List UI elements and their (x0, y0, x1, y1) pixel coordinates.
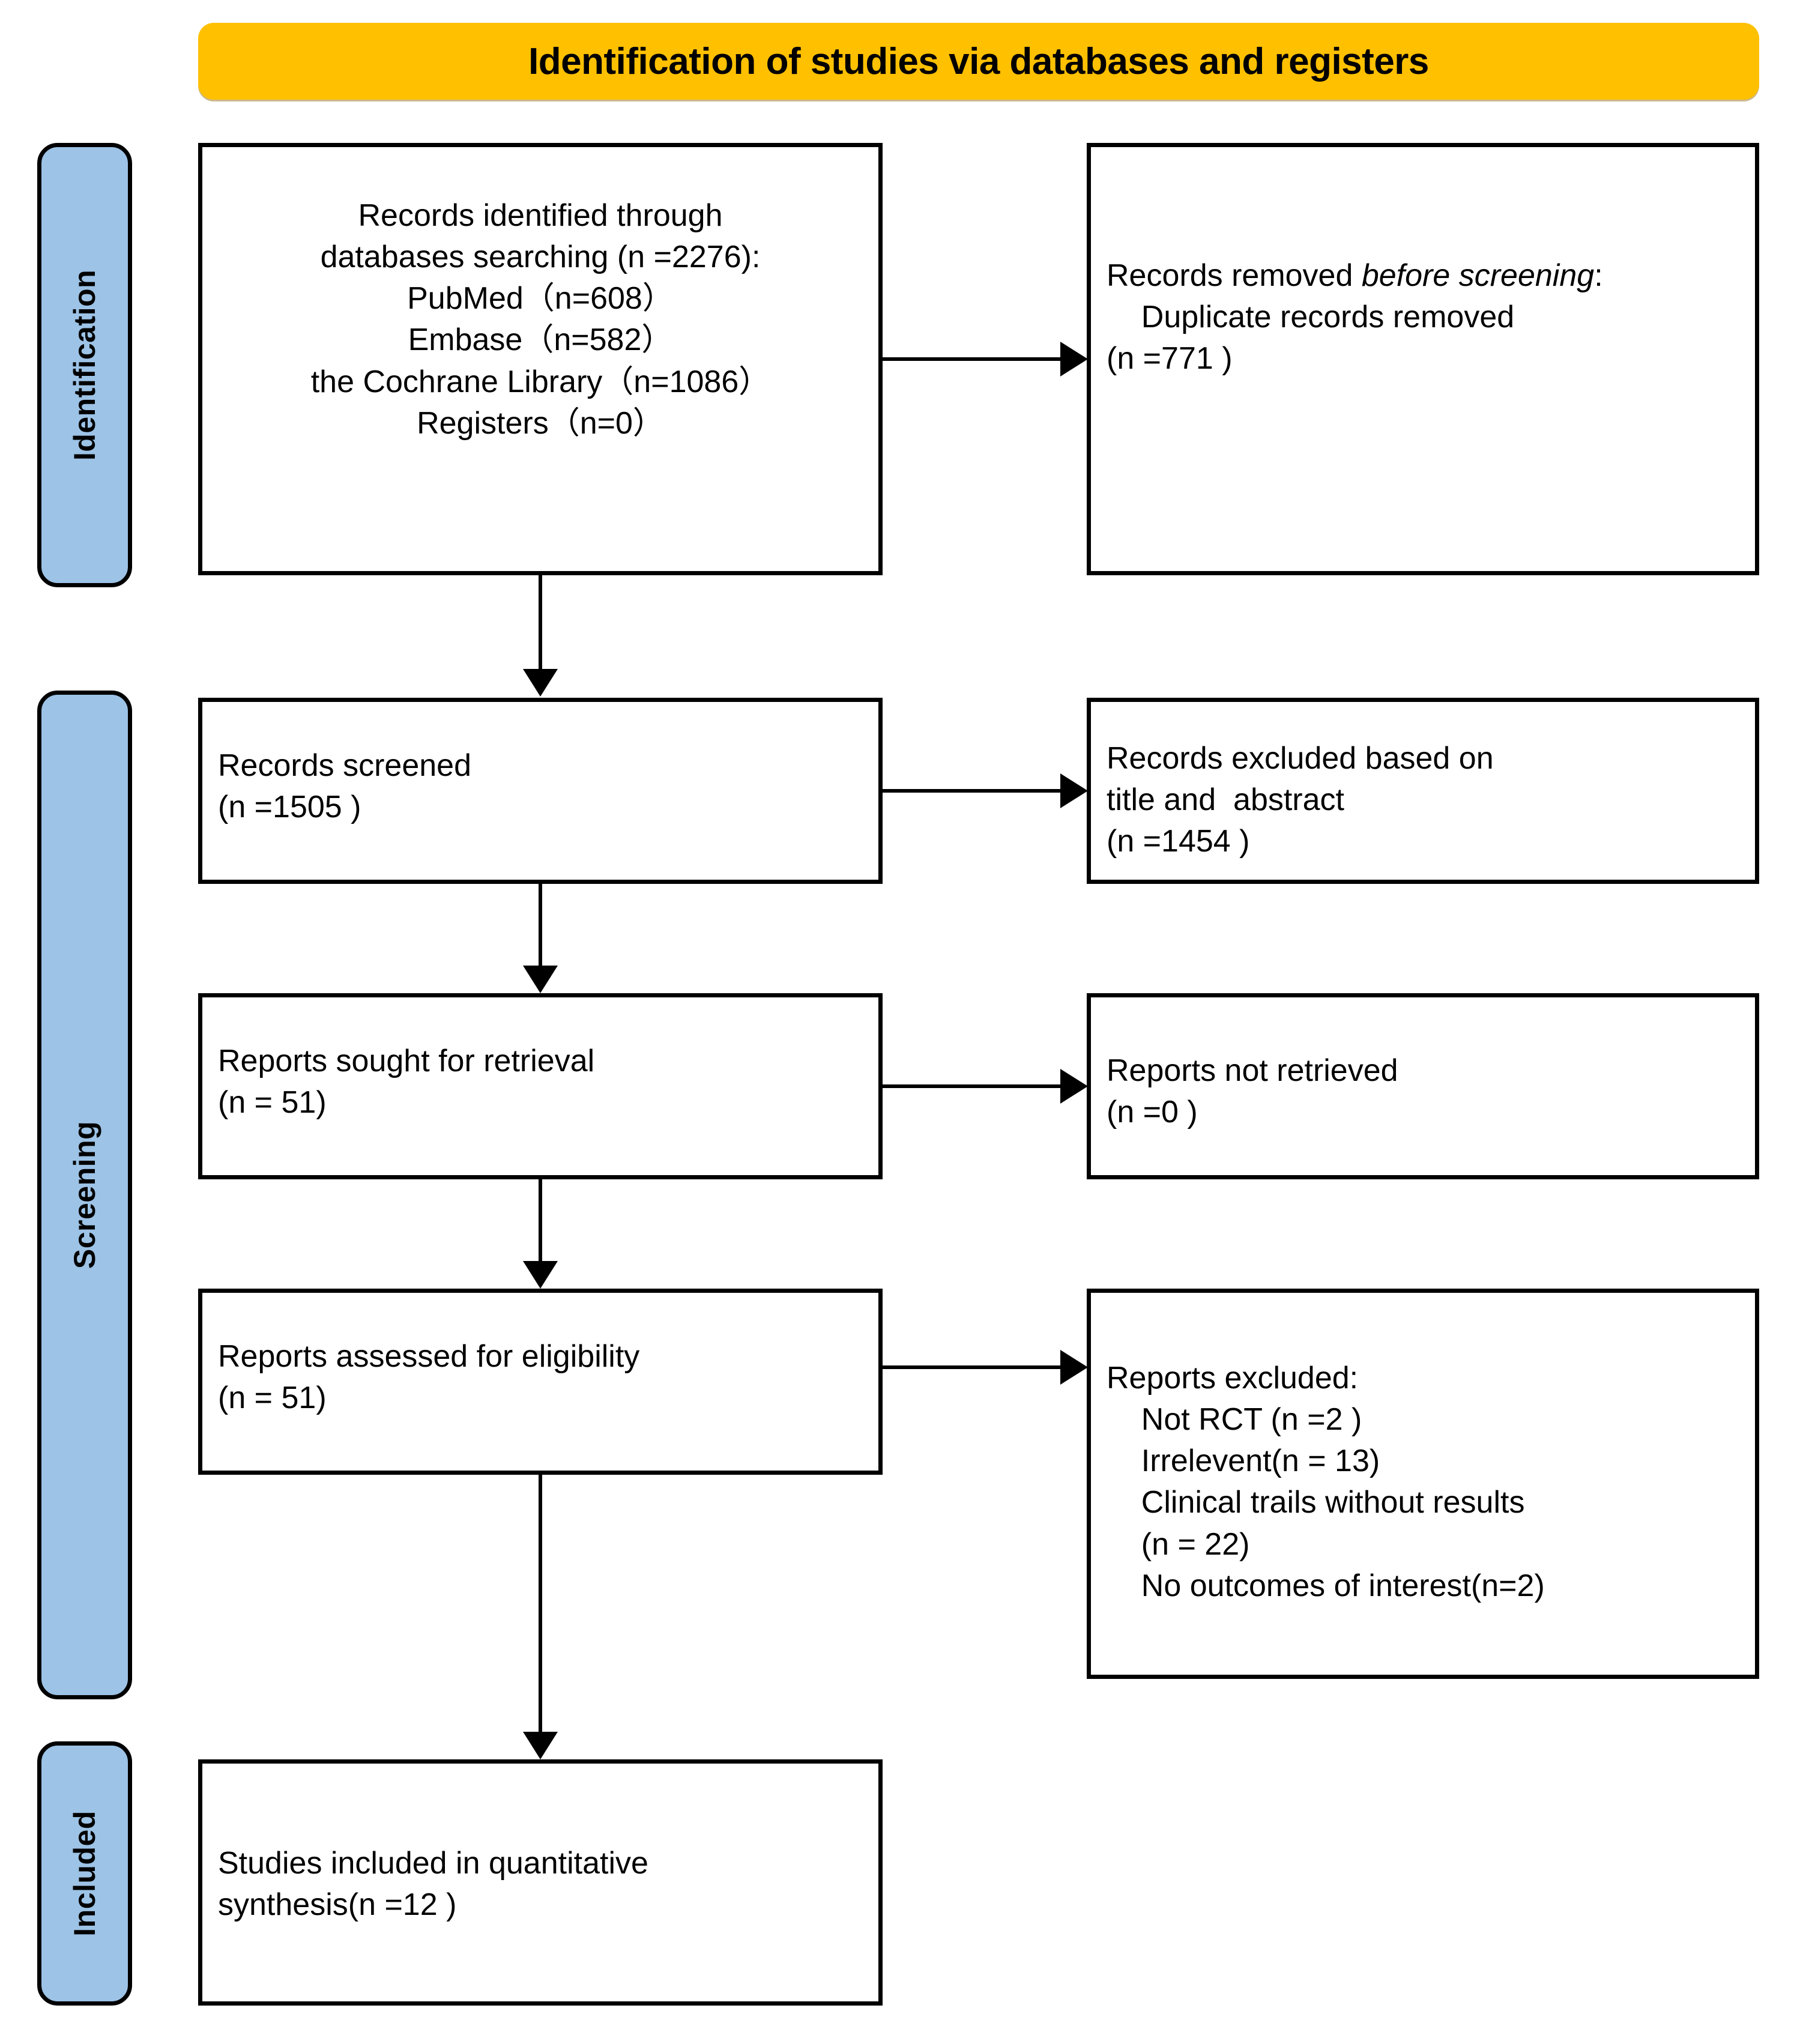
connector-identified-to-screened-arrow (523, 669, 558, 697)
box-reports-assessed: Reports assessed for eligibility (n = 51… (198, 1289, 883, 1475)
box-records-excluded-title-abstract: Records excluded based on title and abst… (1087, 698, 1759, 884)
box-records-identified-text: Records identified through databases sea… (310, 198, 770, 441)
connector-identified-to-removed-line (883, 357, 1063, 361)
connector-sought-to-assessed-line (539, 1179, 542, 1263)
header-banner: Identification of studies via databases … (198, 23, 1759, 100)
stage-label-identification: Identification (68, 269, 102, 461)
records-removed-detail: Duplicate records removed (n =771 ) (1107, 300, 1515, 376)
box-records-identified: Records identified through databases sea… (198, 143, 883, 575)
stage-pill-screening: Screening (37, 691, 132, 1699)
box-studies-included: Studies included in quantitative synthes… (198, 1759, 883, 2006)
box-records-removed: Records removed before screening: Duplic… (1087, 143, 1759, 575)
box-records-screened: Records screened (n =1505 ) (198, 698, 883, 884)
records-removed-prefix: Records removed (1107, 258, 1362, 293)
box-reports-not-retrieved: Reports not retrieved (n =0 ) (1087, 993, 1759, 1179)
connector-identified-to-screened-line (539, 575, 542, 671)
box-reports-assessed-text: Reports assessed for eligibility (n = 51… (218, 1339, 640, 1416)
box-reports-sought-text: Reports sought for retrieval (n = 51) (218, 1044, 595, 1120)
records-removed-italic: before screening (1361, 258, 1595, 293)
connector-assessed-to-reportsexcluded-line (883, 1365, 1063, 1369)
box-reports-excluded: Reports excluded: Not RCT (n =2 ) Irrele… (1087, 1289, 1759, 1679)
connector-sought-to-notretrieved-line (883, 1084, 1063, 1088)
banner-title: Identification of studies via databases … (528, 40, 1429, 82)
box-records-removed-text: Records removed before screening: Duplic… (1091, 255, 1755, 379)
connector-screened-to-excluded-arrow (1060, 773, 1088, 808)
box-reports-excluded-text: Reports excluded: Not RCT (n =2 ) Irrele… (1107, 1361, 1545, 1603)
box-records-screened-text: Records screened (n =1505 ) (218, 748, 471, 825)
connector-screened-to-excluded-line (883, 789, 1063, 793)
stage-pill-identification: Identification (37, 143, 132, 587)
connector-screened-to-sought-arrow (523, 966, 558, 993)
box-records-excluded-title-abstract-text: Records excluded based on title and abst… (1107, 741, 1494, 859)
connector-assessed-to-included-line (539, 1475, 542, 1734)
stage-label-screening: Screening (68, 1120, 101, 1269)
connector-sought-to-notretrieved-arrow (1060, 1069, 1088, 1104)
stage-label-included: Included (68, 1810, 102, 1937)
box-reports-sought: Reports sought for retrieval (n = 51) (198, 993, 883, 1179)
stage-pill-included: Included (37, 1741, 132, 2006)
box-studies-included-text: Studies included in quantitative synthes… (218, 1846, 648, 1923)
connector-assessed-to-included-arrow (523, 1732, 558, 1759)
box-reports-not-retrieved-text: Reports not retrieved (n =0 ) (1107, 1053, 1398, 1130)
connector-screened-to-sought-line (539, 884, 542, 968)
connector-identified-to-removed-arrow (1060, 342, 1088, 376)
connector-sought-to-assessed-arrow (523, 1261, 558, 1289)
connector-assessed-to-reportsexcluded-arrow (1060, 1350, 1088, 1385)
records-removed-colon: : (1594, 258, 1603, 293)
